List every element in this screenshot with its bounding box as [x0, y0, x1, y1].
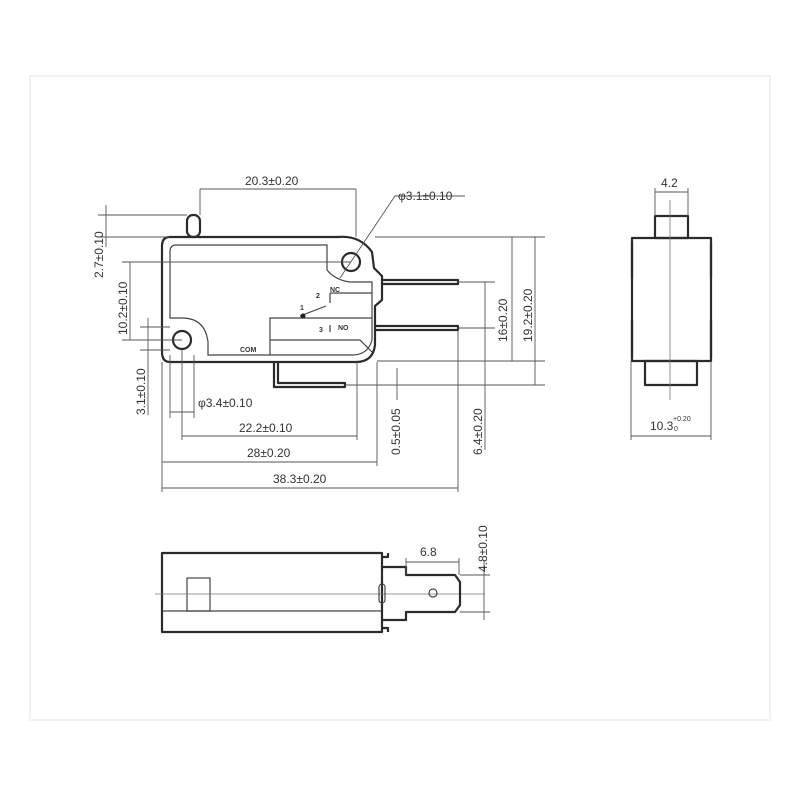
pin-label-3: 3 — [319, 327, 323, 334]
bottom-actuator-slot — [186, 577, 211, 612]
dim-10-3-tol-upper: +0.20 — [673, 416, 691, 423]
dim-10-3: 10.3 — [650, 419, 674, 433]
side-view: 4.2 10.3 +0.20 0 — [630, 176, 713, 440]
dim-phi-3-1: φ3.1±0.10 — [398, 189, 453, 203]
actuator-plunger — [185, 213, 202, 239]
terminal-hole — [428, 588, 438, 598]
dim-20-3: 20.3±0.20 — [245, 174, 299, 188]
dim-22-2: 22.2±0.10 — [239, 421, 293, 435]
no-terminal — [375, 324, 460, 332]
side-actuator — [653, 214, 690, 240]
bottom-body — [160, 551, 384, 634]
dim-16: 16±0.20 — [496, 298, 510, 342]
dim-10-2: 10.2±0.10 — [116, 281, 130, 335]
switch-body-outline — [160, 235, 384, 364]
common-contact-point — [300, 313, 306, 319]
com-terminal — [272, 362, 347, 389]
nc-label: NC — [330, 287, 340, 294]
dim-3-1: 3.1±0.10 — [134, 368, 148, 415]
bottom-terminal-tab — [382, 565, 462, 622]
dim-phi-3-4: φ3.4±0.10 — [198, 396, 253, 410]
dim-6-8: 6.8 — [420, 545, 437, 559]
drawing-frame — [29, 75, 771, 721]
pin-label-1: 1 — [300, 305, 304, 312]
dim-4-8: 4.8±0.10 — [476, 525, 490, 572]
com-label: COM — [240, 347, 257, 354]
side-bottom-stub — [643, 359, 699, 387]
front-view: 2 NC 1 3 NO COM 20.3±0.20 φ3.1±0.10 2.7±… — [92, 174, 545, 492]
switch-inner-outline — [169, 244, 373, 356]
bottom-view: 6.8 4.8±0.10 — [155, 525, 490, 634]
dim-38-3: 38.3±0.20 — [273, 472, 327, 486]
dim-6-4: 6.4±0.20 — [471, 408, 485, 455]
side-body — [630, 236, 713, 363]
pin-label-2: 2 — [316, 293, 320, 300]
bottom-pins — [382, 553, 390, 632]
dim-28: 28±0.20 — [247, 446, 291, 460]
dim-19-2: 19.2±0.20 — [521, 288, 535, 342]
no-label: NO — [338, 325, 349, 332]
dim-2-7: 2.7±0.10 — [92, 231, 106, 278]
dim-4-2: 4.2 — [661, 176, 678, 190]
internal-contacts — [269, 292, 373, 355]
dim-10-3-tol-lower: 0 — [674, 426, 678, 433]
nc-terminal — [382, 278, 460, 286]
dim-0-5: 0.5±0.05 — [389, 408, 403, 455]
